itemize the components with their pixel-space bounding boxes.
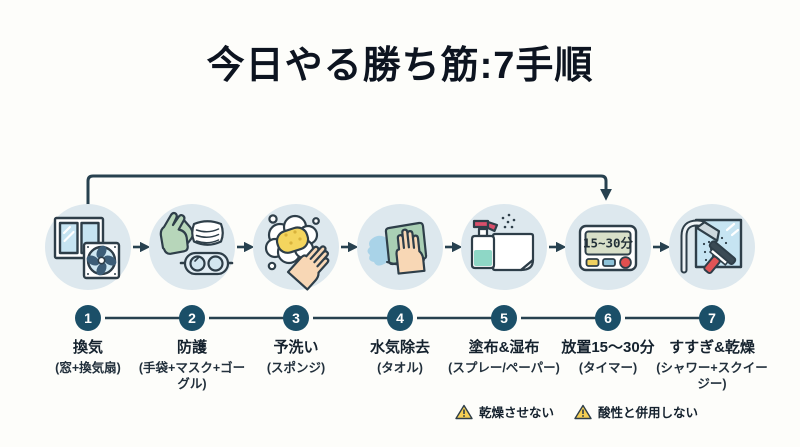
step-label: 防護 (176, 339, 207, 356)
timer-display: 15~30分 (583, 236, 634, 251)
step-1-number: 1 (75, 305, 101, 331)
step-sublabel: (スプレー/ペーパー) (448, 360, 560, 375)
goggles (179, 251, 234, 276)
step-6-label: 放置15〜30分 (タイマー) (550, 338, 666, 376)
step-5-number: 5 (491, 305, 517, 331)
timer-button-red (619, 256, 632, 269)
gloves-mask-goggles-icon (159, 211, 234, 276)
spray-bottle-paper-icon (470, 213, 535, 272)
paper-sheet (491, 232, 535, 272)
step-1-label: 換気 (窓+換気扇) (30, 338, 146, 376)
step-2-label: 防護 (手袋+マスク+ゴーグル) (134, 338, 250, 392)
mask (191, 220, 224, 246)
page-title: 今日やる勝ち筋:7手順 (206, 45, 594, 87)
step-6-circle: 15~30分 (565, 204, 651, 290)
window-fan-icon (53, 216, 121, 280)
warning-text: 乾燥させない (479, 406, 555, 420)
step-sublabel: (タオル) (377, 360, 423, 375)
shower-squeegee-icon (680, 218, 743, 274)
warning-no-drying: 乾燥させない (455, 402, 554, 421)
warning-text: 酸性と併用しない (598, 406, 699, 420)
warning-triangle-icon (574, 404, 592, 419)
step-2-circle (149, 204, 235, 290)
timer-button-yellow (585, 258, 600, 267)
step-7-label: すすぎ&乾燥 (シャワー+スクイージー) (654, 338, 770, 392)
step-sublabel: (手袋+マスク+ゴーグル) (138, 360, 246, 391)
step-label: 放置15〜30分 (561, 339, 655, 356)
step-1-circle (45, 204, 131, 290)
warning-no-acid-mix: 酸性と併用しない (574, 402, 698, 421)
step-5-circle (461, 204, 547, 290)
sponge-hand-icon (264, 214, 338, 291)
step-3-label: 予洗い (スポンジ) (238, 338, 354, 376)
spray-mist (501, 213, 516, 229)
warning-triangle-icon (455, 404, 473, 419)
step-7-number: 7 (699, 305, 725, 331)
step-3-circle (253, 204, 339, 291)
step-label: 塗布&湿布 (468, 339, 540, 356)
shower-head (695, 221, 721, 242)
step-sublabel: (タイマー) (578, 360, 638, 375)
step-sublabel: (スポンジ) (266, 360, 326, 375)
loop-arrow-step1-to-step6 (86, 174, 612, 207)
step-5-label: 塗布&湿布 (スプレー/ペーパー) (446, 338, 562, 376)
step-sublabel: (シャワー+スクイージー) (656, 360, 768, 391)
step-label: 予洗い (273, 339, 319, 356)
towel-hand-icon (367, 221, 428, 275)
water-smear (367, 235, 390, 266)
spray-bottle (470, 219, 499, 270)
step-4-label: 水気除去 (タオル) (342, 338, 458, 376)
step-6-number: 6 (595, 305, 621, 331)
step-2-number: 2 (179, 305, 205, 331)
kitchen-timer-icon: 15~30分 (578, 224, 638, 272)
step-label: 水気除去 (369, 339, 430, 356)
step-label: 換気 (72, 339, 103, 356)
step-7-circle (669, 204, 755, 290)
glove-front (159, 211, 189, 255)
step-4-number: 4 (387, 305, 413, 331)
step-3-number: 3 (283, 305, 309, 331)
sponge (275, 226, 310, 254)
step-4-circle (357, 204, 443, 290)
step-sublabel: (窓+換気扇) (55, 360, 121, 375)
timer-button-blue (602, 258, 616, 267)
squeegee (703, 240, 737, 274)
step-label: すすぎ&乾燥 (669, 339, 755, 356)
warnings-row: 乾燥させない 酸性と併用しない (455, 402, 698, 421)
